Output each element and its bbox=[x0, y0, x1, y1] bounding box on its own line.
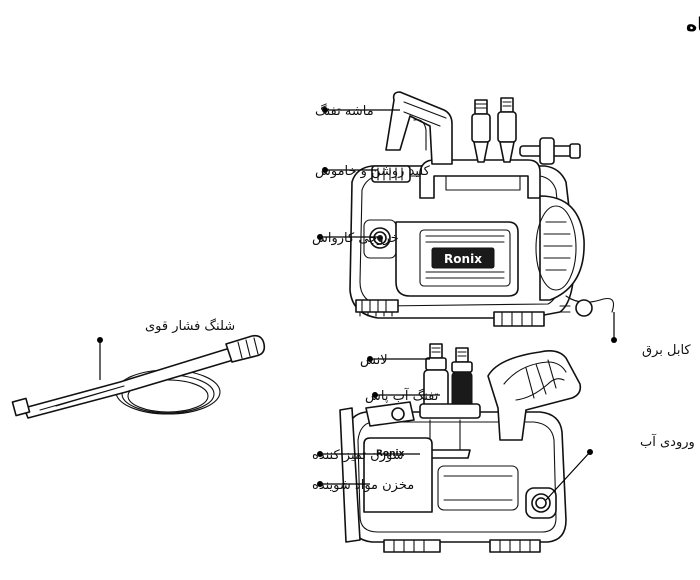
label-water-inlet: ورودی آب bbox=[640, 433, 695, 450]
inlet-fitting-top bbox=[519, 137, 581, 165]
label-cleaning-needle: سوزن تمیز کننده bbox=[312, 448, 404, 463]
washer-handle bbox=[419, 159, 541, 199]
label-power-cable: کابل برق bbox=[642, 343, 691, 358]
label-spray-gun: تفنگ آب پاش bbox=[365, 387, 439, 404]
label-outlet: خروجی کارواش bbox=[312, 231, 399, 246]
power-switch bbox=[371, 165, 411, 183]
washer-front-view: Ronix bbox=[349, 91, 615, 327]
leader-lines bbox=[97, 107, 617, 501]
washer-side-view: Ronix bbox=[339, 343, 582, 553]
power-cable-line bbox=[565, 295, 615, 313]
spray-gun-nozzle bbox=[451, 347, 473, 411]
brand-plate bbox=[431, 247, 495, 269]
label-lance: لانس bbox=[360, 353, 388, 368]
high-pressure-hose bbox=[11, 334, 266, 419]
label-hose: شلنگ فشار قوی bbox=[145, 318, 235, 334]
water-inlet-port bbox=[525, 487, 557, 519]
brand-logo-top: Ronix bbox=[444, 252, 482, 266]
hose-connector bbox=[225, 334, 266, 363]
spray-gun-body bbox=[487, 350, 582, 441]
label-power-switch: کلید روشن و خاموش bbox=[315, 164, 431, 179]
nozzle-top-2 bbox=[497, 97, 517, 163]
nozzle-top-1 bbox=[471, 99, 491, 163]
gun-trigger-part bbox=[385, 91, 453, 165]
diagram-title: اجزا و قطعات دستگاه bbox=[686, 13, 700, 36]
label-detergent-tank: مخزن مواد شوینده bbox=[312, 478, 414, 493]
label-trigger: ماشه تفنگ bbox=[315, 103, 374, 119]
lance-part bbox=[423, 343, 449, 411]
plug-icon bbox=[559, 299, 593, 317]
